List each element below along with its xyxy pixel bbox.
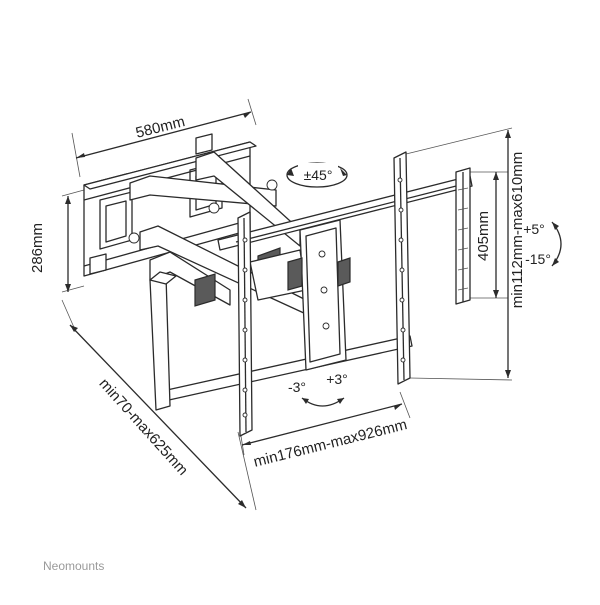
- swivel-label: ±45°: [304, 167, 333, 183]
- dimension-depth-line: [61, 299, 257, 511]
- brand-name: Neomounts: [43, 559, 104, 573]
- dimension-405-line: [470, 171, 508, 299]
- roll-left-label: -3°: [288, 379, 306, 395]
- tv-rail-right: [393, 151, 411, 385]
- dimension-286-line: [61, 189, 85, 293]
- dimension-horizontal-range-line: [239, 391, 411, 456]
- tilt-indicator: [551, 221, 562, 267]
- horizontal-rail-bottom: [149, 271, 413, 411]
- horizontal-rail-top: [217, 175, 473, 251]
- roll-indicator: [301, 397, 345, 407]
- tv-rail-left: [237, 211, 253, 437]
- dimension-580-line: [71, 98, 257, 178]
- center-carriage: [287, 219, 351, 371]
- width-label: 580mm: [134, 113, 187, 142]
- tv-rail-far-right: [455, 167, 471, 305]
- horizontal-range-label: min176mm-max926mm: [252, 416, 409, 471]
- vertical-label: 405mm: [475, 211, 492, 261]
- swivel-indicator: [286, 162, 348, 188]
- roll-right-label: +3°: [326, 371, 348, 387]
- vertical-range-label: min112mm-max610mm: [509, 152, 526, 308]
- height-label: 286mm: [29, 223, 46, 273]
- dimension-vertical-range-line: [401, 127, 513, 381]
- tilt-up-label: +5°: [523, 221, 545, 237]
- tilt-down-label: -15°: [525, 251, 551, 267]
